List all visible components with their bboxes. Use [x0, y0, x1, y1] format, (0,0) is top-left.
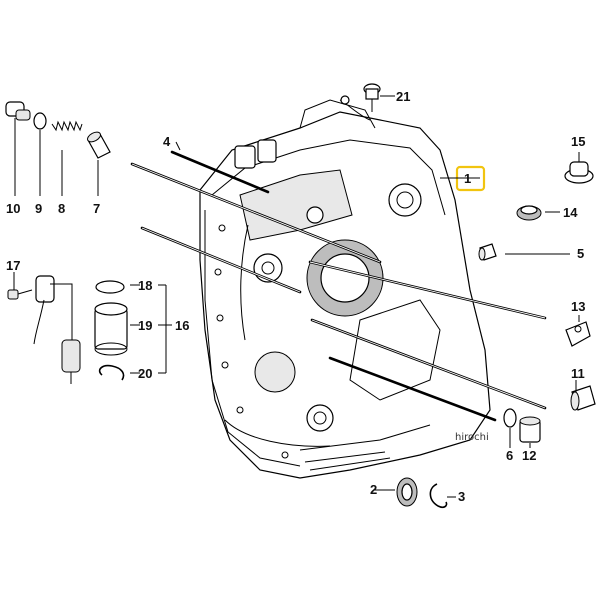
o-ring-6 [503, 408, 517, 428]
watermark: hirochi [455, 432, 489, 443]
label-9: 9 [35, 201, 42, 216]
circlip-3 [429, 483, 448, 509]
label-14: 14 [563, 205, 578, 220]
label-7: 7 [93, 201, 100, 216]
plunger-7 [87, 131, 111, 159]
bracket-13 [565, 321, 591, 347]
label-13: 13 [571, 299, 585, 314]
label-10: 10 [6, 201, 20, 216]
sleeve-5 [478, 243, 497, 261]
label-1: 1 [464, 171, 471, 186]
label-21: 21 [396, 89, 410, 104]
label-11: 11 [571, 366, 585, 381]
bolt-17 [7, 289, 33, 300]
label-20: 20 [138, 366, 152, 381]
sleeve-11 [570, 385, 596, 411]
label-16: 16 [175, 318, 189, 333]
label-18: 18 [138, 278, 152, 293]
nut-14 [516, 205, 542, 221]
crankcase [199, 99, 491, 479]
label-3: 3 [458, 489, 465, 504]
label-17: 17 [6, 258, 20, 273]
label-12: 12 [522, 448, 536, 463]
screw-21 [339, 83, 381, 121]
seal-ring-2 [396, 477, 418, 507]
label-6: 6 [506, 448, 513, 463]
label-19: 19 [138, 318, 152, 333]
circlip-20 [98, 364, 125, 381]
sensor-assembly [33, 275, 81, 384]
o-ring-18 [95, 280, 125, 294]
leader-lines [13, 95, 580, 498]
sleeve-12 [519, 416, 541, 443]
bushing-19 [94, 302, 128, 356]
label-5: 5 [577, 246, 584, 261]
label-2: 2 [370, 482, 377, 497]
washer-9 [33, 112, 47, 130]
through-bolts [130, 150, 547, 422]
label-8: 8 [58, 201, 65, 216]
screw-plug-10 [5, 101, 31, 121]
label-4: 4 [163, 134, 171, 149]
cap-15 [564, 161, 594, 184]
spring-8 [51, 120, 83, 132]
label-15: 15 [571, 134, 585, 149]
